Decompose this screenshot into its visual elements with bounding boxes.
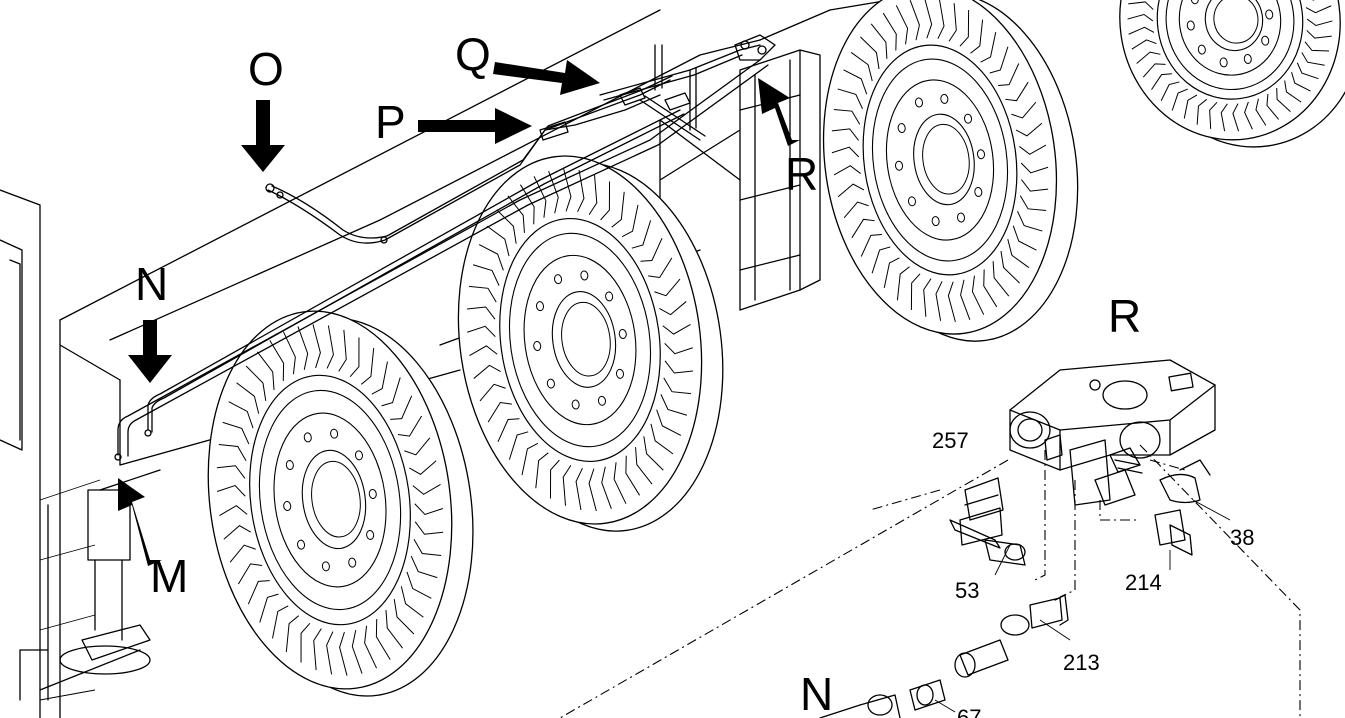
assembly-leader-lines [559, 444, 1301, 718]
wheel-far [1119, 0, 1345, 148]
part-38: 38 [1230, 525, 1254, 550]
part-67: 67 [957, 705, 981, 718]
fittings [819, 459, 1211, 718]
part-leaders [934, 499, 1231, 713]
fitting-67 [909, 679, 946, 711]
fitting-213 [1029, 597, 1063, 629]
wheel-front [207, 310, 474, 697]
wheel-group [207, 0, 1345, 697]
arrow-q [493, 60, 600, 95]
hose-53 [949, 519, 1001, 549]
part-214: 214 [1125, 570, 1162, 595]
label-o: O [248, 43, 284, 95]
label-q: Q [455, 28, 491, 80]
fitting-257 [964, 477, 1004, 521]
part-257: 257 [932, 428, 969, 453]
callout-arrows [118, 60, 800, 566]
detail-title-n: N [800, 668, 833, 718]
arrow-m [118, 478, 162, 566]
label-r: R [785, 148, 818, 200]
callout-labels: O Q P R N M R N [135, 28, 1141, 718]
arrow-o [241, 100, 285, 172]
arrow-r [758, 78, 800, 146]
valve-detail [1009, 359, 1216, 506]
label-n: N [135, 258, 168, 310]
part-53: 53 [955, 578, 979, 603]
wheel-middle [457, 155, 724, 532]
arrow-p [418, 108, 532, 144]
detail-title-r: R [1108, 290, 1141, 342]
hydraulic-lines [114, 34, 776, 461]
part-213: 213 [1063, 650, 1100, 675]
elbow-38 [1159, 473, 1201, 504]
label-p: P [375, 96, 406, 148]
arrow-n [128, 320, 172, 383]
label-m: M [150, 550, 188, 602]
wheel-rear [822, 0, 1079, 342]
landing-leg [39, 489, 151, 691]
part-number-labels: 257 53 38 214 213 67 [932, 428, 1254, 718]
fitting-214 [1154, 509, 1186, 546]
